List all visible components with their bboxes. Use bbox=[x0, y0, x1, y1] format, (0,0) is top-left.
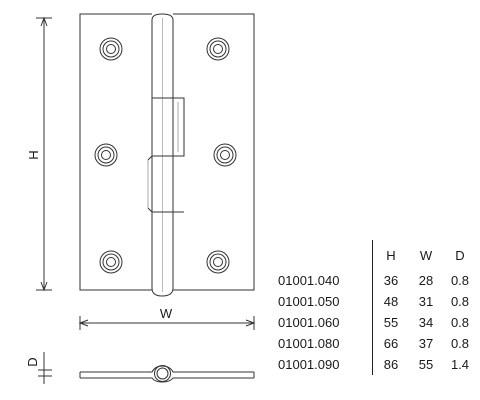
table-row: 01001.050 48 31 0.8 bbox=[278, 291, 477, 312]
table-header-row: H W D bbox=[278, 240, 477, 270]
cell-h: 66 bbox=[383, 336, 399, 351]
hinge-side-profile bbox=[79, 365, 255, 383]
cell-code: 01001.050 bbox=[278, 291, 373, 312]
depth-dimension-line bbox=[38, 352, 52, 384]
height-label: H bbox=[26, 150, 41, 159]
table-row: 01001.090 86 55 1.4 bbox=[278, 354, 477, 375]
table-row: 01001.080 66 37 0.8 bbox=[278, 333, 477, 354]
cell-h: 48 bbox=[383, 294, 399, 309]
cell-d: 0.8 bbox=[450, 273, 470, 288]
cell-w: 37 bbox=[418, 336, 434, 351]
width-label: W bbox=[160, 306, 173, 321]
table-row: 01001.060 55 34 0.8 bbox=[278, 312, 477, 333]
hinge-left-leaf bbox=[79, 13, 152, 291]
cell-h: 36 bbox=[383, 273, 399, 288]
cell-d: 0.8 bbox=[450, 294, 470, 309]
cell-h: 86 bbox=[383, 357, 399, 372]
cell-h: 55 bbox=[383, 315, 399, 330]
header-w: W bbox=[419, 247, 433, 263]
depth-label: D bbox=[25, 357, 40, 366]
table-row: 01001.040 36 28 0.8 bbox=[278, 270, 477, 291]
screw-hole bbox=[213, 143, 237, 167]
cell-w: 34 bbox=[418, 315, 434, 330]
screw-holes bbox=[94, 37, 237, 274]
cell-d: 0.8 bbox=[450, 315, 470, 330]
cell-code: 01001.080 bbox=[278, 333, 373, 354]
cell-w: 55 bbox=[418, 357, 434, 372]
screw-hole bbox=[94, 143, 118, 167]
hinge-knuckle bbox=[147, 13, 185, 297]
header-code bbox=[278, 240, 373, 270]
spec-table: H W D 01001.040 36 28 0.8 01001.050 48 3… bbox=[278, 240, 477, 375]
cell-w: 28 bbox=[418, 273, 434, 288]
cell-w: 31 bbox=[418, 294, 434, 309]
cell-code: 01001.060 bbox=[278, 312, 373, 333]
screw-hole bbox=[99, 250, 123, 274]
hinge-right-leaf bbox=[173, 13, 255, 291]
cell-d: 0.8 bbox=[450, 336, 470, 351]
cell-code: 01001.040 bbox=[278, 270, 373, 291]
screw-hole bbox=[99, 37, 123, 61]
screw-hole bbox=[206, 37, 230, 61]
header-d: D bbox=[455, 247, 465, 263]
width-dimension-line bbox=[78, 316, 256, 330]
cell-code: 01001.090 bbox=[278, 354, 373, 375]
cell-d: 1.4 bbox=[450, 357, 470, 372]
height-dimension-line bbox=[36, 16, 52, 292]
screw-hole bbox=[206, 250, 230, 274]
header-h: H bbox=[386, 247, 396, 263]
